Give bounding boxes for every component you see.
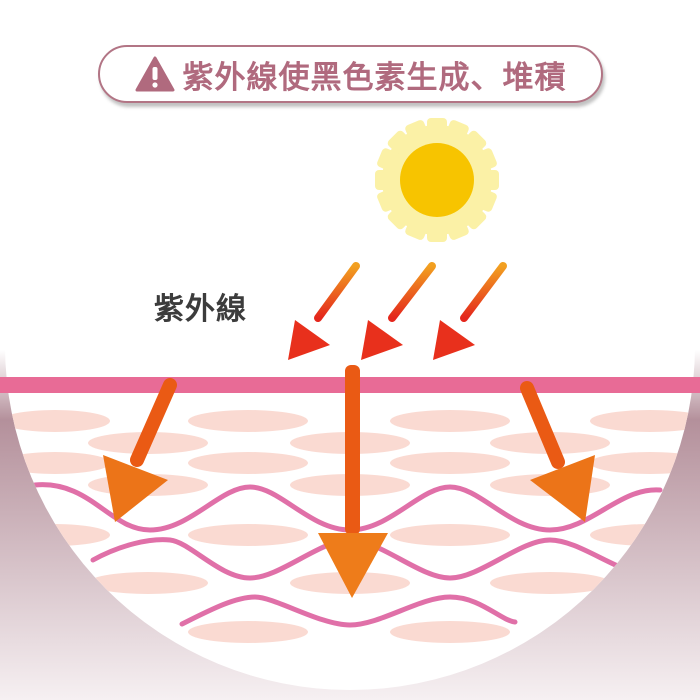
sun-icon [349,92,525,268]
uv-label: 紫外線 [154,292,247,327]
uv-rays [288,262,507,360]
penetrating-rays [103,365,595,598]
skin-circle [5,0,695,690]
title-banner: 紫外線使黑色素生成、堆積 [98,45,603,103]
warning-icon [135,56,174,92]
penetration-arrow-left [103,378,177,522]
title-text: 紫外線使黑色素生成、堆積 [182,59,567,96]
penetration-arrow-center [318,365,388,598]
uv-arrow [433,262,507,360]
uv-arrow [288,262,360,360]
uv-arrow [361,262,436,360]
penetration-arrow-right [520,381,595,522]
